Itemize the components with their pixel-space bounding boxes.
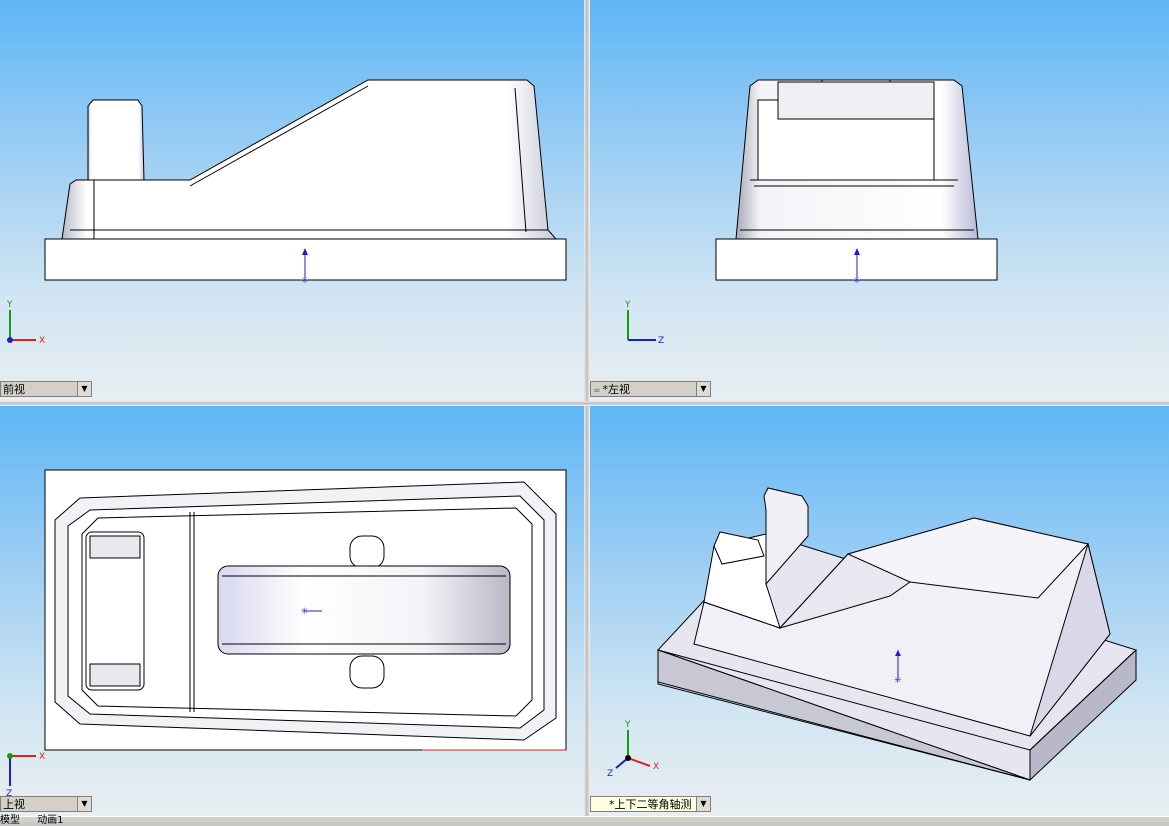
svg-text:✳: ✳ xyxy=(894,676,902,686)
horizontal-splitter[interactable] xyxy=(0,401,1169,406)
left-axis-triad: Y Z xyxy=(624,300,664,346)
axis-y-label: Y xyxy=(624,720,631,730)
left-view-model: ✳ xyxy=(715,79,998,286)
svg-text:✳: ✳ xyxy=(853,276,861,286)
viewport-left[interactable]: ✳ Y Z ∞*左视 ▼ xyxy=(590,0,1169,401)
axis-z-label: Z xyxy=(658,336,664,346)
view-select-front[interactable]: 前视 ▼ xyxy=(0,381,92,397)
vertical-splitter[interactable] xyxy=(584,0,590,821)
chevron-down-icon[interactable]: ▼ xyxy=(77,797,91,811)
iso-axis-triad: Y X Z xyxy=(607,720,659,779)
axis-z-label: Z xyxy=(607,769,613,779)
viewport-isometric[interactable]: ✳ Y X Z *上下二等角轴测 ▼ xyxy=(590,406,1169,816)
axis-x-label: X xyxy=(653,762,659,772)
front-view-model: ✳ xyxy=(44,79,567,286)
view-select-isometric[interactable]: *上下二等角轴测 ▼ xyxy=(590,796,711,812)
link-icon: ∞ xyxy=(593,386,601,396)
top-axis-triad: X Z xyxy=(6,752,45,799)
document-tabs: 模型 动画1 xyxy=(0,811,78,826)
axis-y-label: Y xyxy=(624,300,631,310)
view-select-left[interactable]: ∞*左视 ▼ xyxy=(590,381,711,397)
viewport-front[interactable]: ✳ Y X 前视 ▼ xyxy=(0,0,584,401)
isometric-view-model: ✳ xyxy=(657,487,1137,782)
chevron-down-icon[interactable]: ▼ xyxy=(696,797,710,811)
chevron-down-icon[interactable]: ▼ xyxy=(696,382,710,396)
chevron-down-icon[interactable]: ▼ xyxy=(77,382,91,396)
front-axis-triad: Y X xyxy=(6,300,45,346)
axis-x-label: X xyxy=(39,336,45,346)
view-name: *上下二等角轴测 xyxy=(609,798,692,811)
view-name: 上视 xyxy=(3,798,25,811)
axis-x-label: X xyxy=(39,752,45,762)
top-view-model: ✳ xyxy=(44,469,567,751)
view-name: 前视 xyxy=(3,383,25,396)
view-select-top[interactable]: 上视 ▼ xyxy=(0,796,92,812)
viewport-top[interactable]: ✳ X Z 上视 ▼ xyxy=(0,406,584,816)
svg-text:✳: ✳ xyxy=(301,276,309,286)
axis-z-label: Z xyxy=(6,789,12,799)
bottom-tab-bar xyxy=(0,816,1169,822)
view-name: *左视 xyxy=(602,383,631,396)
svg-text:✳: ✳ xyxy=(301,607,309,617)
axis-y-label: Y xyxy=(6,300,13,310)
